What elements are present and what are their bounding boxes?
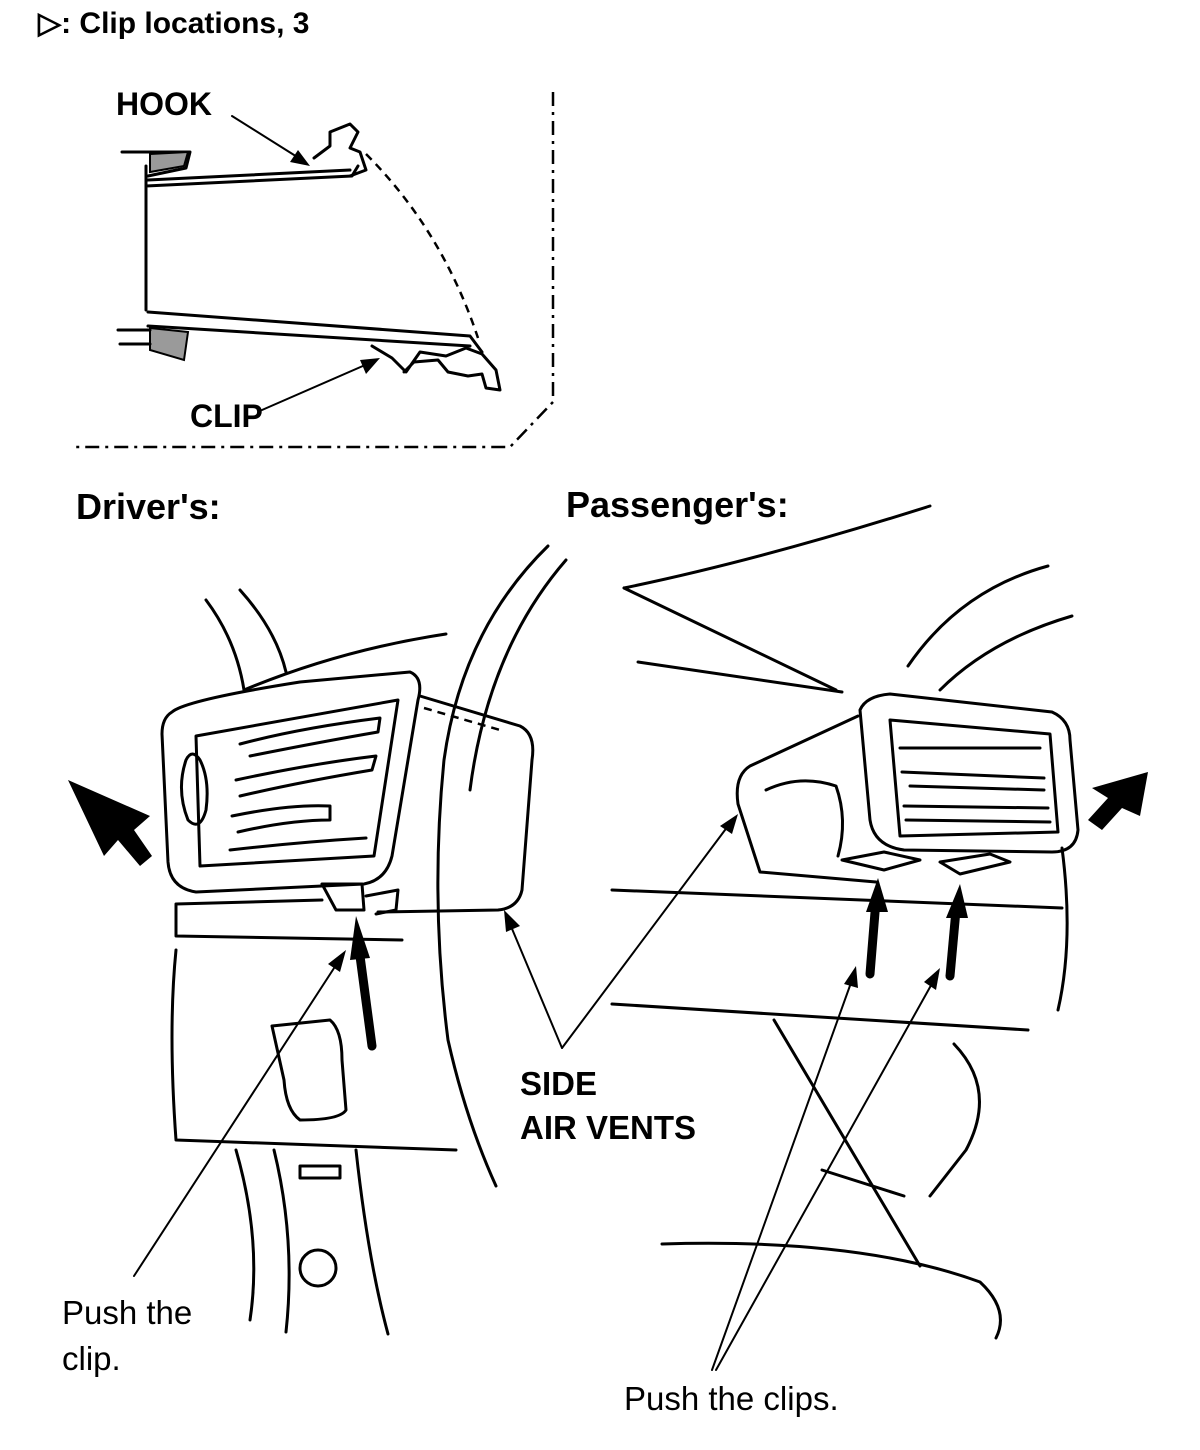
- pass-pull-arrow: [1088, 772, 1148, 830]
- pass-windshield-1: [622, 504, 932, 590]
- driver-windshield-curve: [436, 544, 550, 1188]
- driver-knob: [298, 1248, 338, 1288]
- driver-switch: [270, 1018, 348, 1122]
- driver-push-arrowhead: [350, 916, 370, 960]
- duct-upper-wall: [144, 164, 360, 312]
- pass-duct-inner: [764, 779, 845, 858]
- driver-vent-assembly: [68, 544, 568, 1336]
- pass-push-arrowhead-2: [946, 884, 968, 918]
- pass-windshield-2: [622, 586, 838, 692]
- pass-console-1: [772, 1018, 922, 1268]
- legend-text: : Clip locations, 3: [61, 7, 310, 40]
- driver-column-2: [354, 1148, 390, 1336]
- driver-slot: [298, 1164, 342, 1180]
- duct-lower-wall: [146, 310, 484, 354]
- pass-push-arrow-2: [945, 905, 961, 981]
- clip-arrowhead: [360, 358, 380, 374]
- detail-inset: [72, 92, 555, 449]
- pass-dash-mid: [610, 1002, 1030, 1032]
- driver-pull-arrow: [68, 780, 152, 866]
- driver-dash-ledge: [174, 898, 404, 942]
- pass-louver-3: [902, 804, 1052, 824]
- side-leader-left: [509, 923, 563, 1049]
- pass-vent-bezel: [858, 692, 1080, 854]
- push-clips-callout: Push the clips.: [624, 1380, 839, 1417]
- pass-console-2: [820, 1168, 906, 1198]
- side-leader-left-head: [504, 910, 520, 932]
- driver-dash-top: [242, 632, 448, 692]
- driver-housing-dash: [423, 706, 501, 732]
- driver-louver-1: [238, 716, 382, 758]
- driver-clip-1: [320, 882, 366, 912]
- upper-panel: [120, 150, 192, 178]
- driver-louver-4: [228, 836, 368, 852]
- pass-vent-duct: [735, 714, 878, 884]
- inset-border: [72, 92, 555, 449]
- pass-clip-2: [938, 852, 1012, 876]
- pass-pillar-1: [906, 564, 1050, 668]
- pass-dash-top: [610, 888, 1064, 910]
- driver-pillar-curve-1: [204, 598, 246, 692]
- driver-column-3: [272, 1148, 291, 1334]
- driver-vent-housing: [376, 694, 535, 914]
- pass-push-arrow-1: [865, 895, 881, 979]
- side-air-vents-line1: SIDE: [520, 1065, 598, 1102]
- pass-push-leader-head-2: [924, 968, 940, 990]
- driver-lower-panel: [170, 948, 458, 1152]
- legend: ▷: Clip locations, 3: [38, 6, 309, 41]
- driver-label: Driver's:: [76, 486, 221, 527]
- hook-arrowhead: [290, 150, 310, 166]
- driver-vent-bezel: [160, 670, 422, 894]
- side-leader-right: [561, 825, 729, 1049]
- pass-push-leader-1: [711, 979, 853, 1371]
- hook-label: HOOK: [116, 86, 212, 122]
- side-leader-right-head: [720, 814, 738, 834]
- driver-pillar-curve-2: [238, 588, 288, 674]
- pass-vent-inner: [888, 718, 1060, 838]
- clip-label: CLIP: [190, 398, 263, 434]
- pass-glovebox: [660, 1241, 1002, 1340]
- hook-leader: [231, 115, 303, 161]
- upper-panel-hatch: [149, 150, 190, 174]
- clip-leader: [261, 361, 373, 411]
- pass-push-leader-2: [715, 979, 935, 1371]
- pass-dash-edge: [1056, 846, 1069, 1012]
- side-air-vents-leaders: [504, 814, 738, 1049]
- pass-clip-1: [840, 850, 922, 872]
- driver-louver-3: [230, 804, 332, 834]
- pass-dash-lower: [928, 1042, 981, 1198]
- passenger-vent-assembly: [610, 504, 1148, 1371]
- pass-push-leader-head-1: [844, 966, 858, 988]
- swing-arc: [365, 153, 480, 339]
- driver-push-leader: [133, 961, 339, 1277]
- clip-shape: [370, 344, 502, 392]
- driver-louver-2: [234, 754, 378, 798]
- push-clip-line2: clip.: [62, 1340, 121, 1377]
- pass-louver-2: [900, 770, 1046, 792]
- driver-clip-2: [364, 888, 400, 916]
- hook-shape: [312, 122, 368, 178]
- driver-push-arrow-shaft: [355, 951, 377, 1051]
- driver-push-leader-head: [328, 950, 346, 972]
- side-air-vents-label: SIDE AIR VENTS: [520, 1062, 696, 1150]
- driver-vent-oval: [180, 752, 209, 826]
- clip-location-symbol: ▷: [38, 7, 62, 40]
- side-air-vents-line2: AIR VENTS: [520, 1109, 697, 1146]
- driver-column-1: [234, 1148, 256, 1322]
- lower-panel-hatch: [149, 326, 190, 362]
- driver-windshield-curve-2: [468, 558, 568, 792]
- pass-pillar-2: [938, 614, 1074, 692]
- pass-push-arrowhead-1: [866, 878, 888, 912]
- lower-panel: [116, 328, 152, 346]
- push-clip-callout: Push the clip.: [62, 1290, 192, 1382]
- passenger-label: Passenger's:: [566, 484, 789, 525]
- pass-windshield-3: [636, 660, 844, 694]
- push-clip-line1: Push the: [62, 1294, 193, 1331]
